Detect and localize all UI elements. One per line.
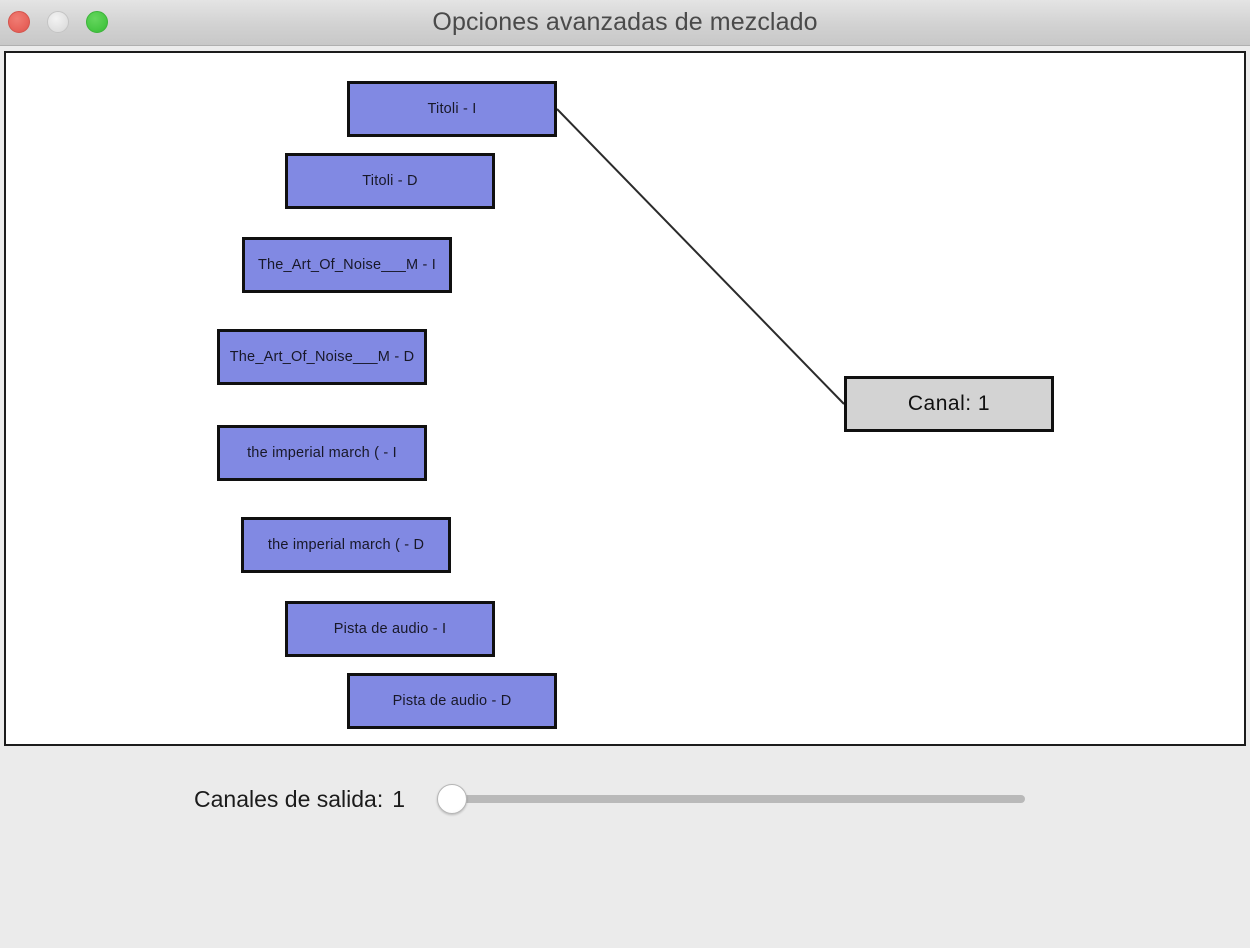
- input-channel-node[interactable]: Titoli - D: [285, 153, 495, 209]
- input-channel-node-label: Pista de audio - I: [333, 621, 447, 637]
- traffic-lights: [8, 11, 108, 33]
- input-channel-node-label: the imperial march ( - I: [247, 445, 397, 461]
- titlebar: Opciones avanzadas de mezclado: [0, 0, 1250, 46]
- input-channel-node[interactable]: the imperial march ( - I: [217, 425, 427, 481]
- close-button-icon[interactable]: [8, 11, 30, 33]
- input-channel-node-label: Titoli - I: [427, 101, 477, 117]
- output-channels-slider[interactable]: [437, 783, 1026, 815]
- connection-line[interactable]: [556, 108, 845, 405]
- input-channel-node[interactable]: Titoli - I: [347, 81, 557, 137]
- input-channel-node[interactable]: the imperial march ( - D: [241, 517, 451, 573]
- input-channel-node[interactable]: The_Art_Of_Noise___M - D: [217, 329, 427, 385]
- canvas-container: Titoli - I Titoli - D The_Art_Of_Noise___M…: [0, 46, 1250, 746]
- output-channels-value: 1: [392, 785, 406, 812]
- input-channel-node-label: the imperial march ( - D: [267, 537, 425, 553]
- input-channel-node-label: The_Art_Of_Noise___M - I: [257, 257, 437, 273]
- maximize-button-icon[interactable]: [86, 11, 108, 33]
- connection-lines-layer: [556, 108, 845, 405]
- window-title: Opciones avanzadas de mezclado: [432, 8, 818, 36]
- input-channel-node-label: Titoli - D: [362, 173, 418, 189]
- input-channel-node-label: Pista de audio - D: [392, 693, 512, 709]
- footer-panel: Canales de salida: 1 ? Cancelar Aceptar: [0, 746, 1250, 948]
- slider-track[interactable]: [453, 795, 1026, 803]
- input-channel-node-label: The_Art_Of_Noise___M - D: [229, 349, 415, 365]
- input-channel-node[interactable]: Pista de audio - D: [347, 673, 557, 729]
- input-channel-node[interactable]: Pista de audio - I: [285, 601, 495, 657]
- output-channels-control: Canales de salida: 1: [194, 783, 1026, 815]
- routing-canvas[interactable]: Titoli - I Titoli - D The_Art_Of_Noise___M…: [4, 51, 1246, 746]
- minimize-button-icon[interactable]: [47, 11, 69, 33]
- output-channels-label: Canales de salida:: [194, 785, 384, 812]
- input-channel-node[interactable]: The_Art_Of_Noise___M - I: [242, 237, 452, 293]
- output-channel-node[interactable]: Canal: 1: [844, 376, 1054, 432]
- output-channel-node-label: Canal: 1: [907, 392, 991, 415]
- slider-thumb[interactable]: [437, 784, 468, 814]
